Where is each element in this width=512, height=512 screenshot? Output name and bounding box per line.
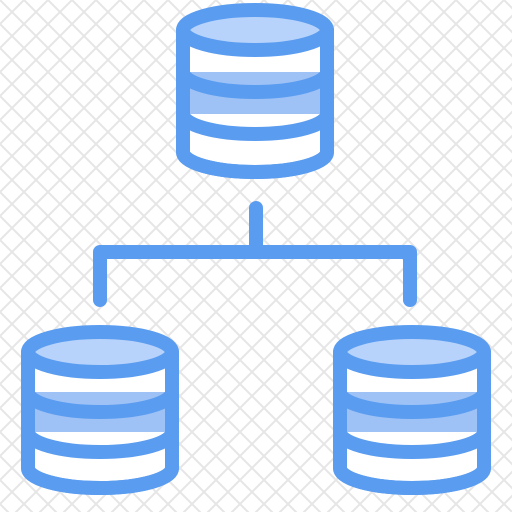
left-database-icon: [21, 325, 179, 495]
right-database-icon: [333, 325, 491, 495]
connector-branch: [93, 245, 417, 307]
network-connector-lines: [93, 201, 417, 307]
top-database-icon: [176, 3, 334, 179]
